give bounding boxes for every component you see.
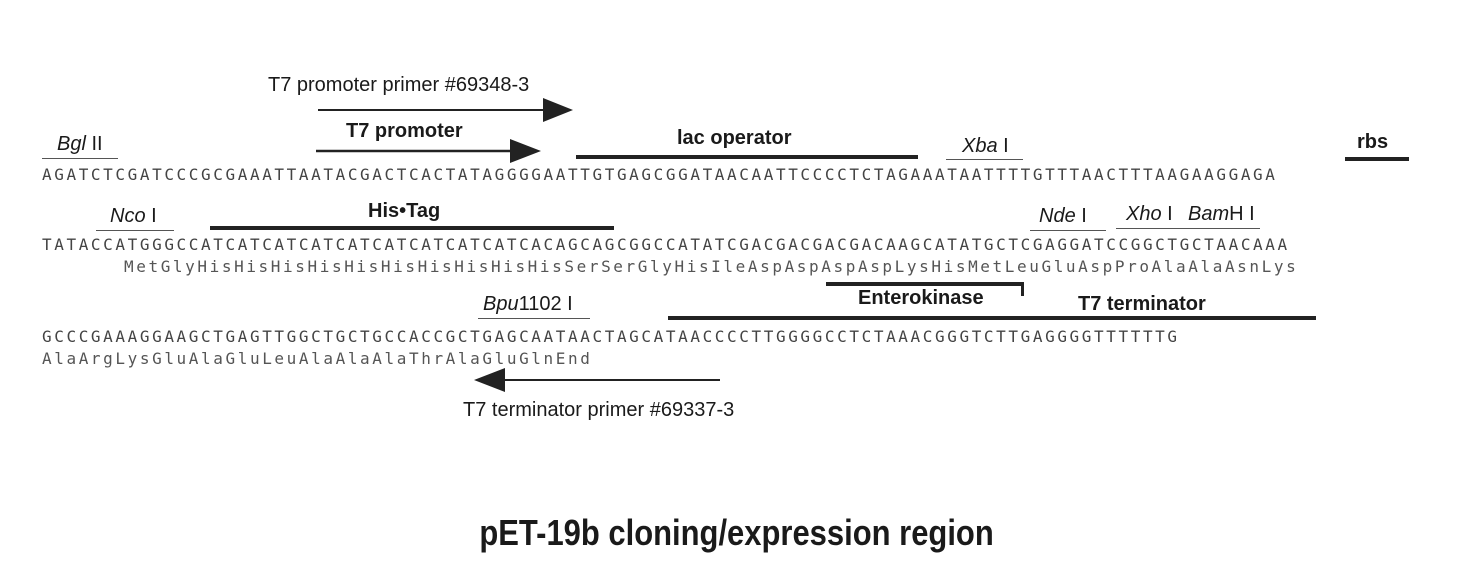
xba-enzyme-name: Xba bbox=[962, 135, 998, 157]
bam-enzyme-name: Bam bbox=[1188, 203, 1230, 225]
nco-enzyme-name: Nco bbox=[110, 205, 146, 227]
diagram-title: pET-19b cloning/expression region bbox=[479, 512, 994, 553]
bam-enzyme-number: H I bbox=[1229, 203, 1255, 225]
bamh-i-site: BamH I bbox=[1188, 203, 1255, 225]
nco-i-underline bbox=[96, 230, 174, 231]
reverse-primer-label: T7 terminator primer #69337-3 bbox=[463, 399, 735, 421]
nde-i-underline bbox=[1030, 230, 1106, 231]
enterokinase-label: Enterokinase bbox=[858, 287, 984, 309]
xho-enzyme-number: I bbox=[1167, 203, 1173, 225]
bpu1102-i-site: Bpu1102 I bbox=[483, 293, 573, 315]
rbs-bar bbox=[1345, 157, 1409, 161]
amino-acid-line-2: MetGlyHisHisHisHisHisHisHisHisHisHisSerS… bbox=[124, 257, 1299, 276]
enterokinase-bracket-top bbox=[826, 282, 1024, 286]
forward-primer-label: T7 promoter primer #69348-3 bbox=[268, 74, 530, 96]
bgl-enzyme-number: II bbox=[91, 133, 103, 155]
bgl-ii-underline bbox=[42, 158, 118, 159]
sequence-line-1: AGATCTCGATCCCGCGAAATTAATACGACTCACTATAGGG… bbox=[42, 165, 1278, 184]
bpu-enzyme-number: 1102 I bbox=[518, 293, 573, 315]
his-tag-bar bbox=[210, 226, 614, 230]
forward-primer-arrow bbox=[318, 98, 573, 122]
t7-terminator-label: T7 terminator bbox=[1078, 293, 1206, 315]
xho-enzyme-name: Xho bbox=[1126, 203, 1162, 225]
nco-i-site: Nco I bbox=[110, 205, 157, 227]
bgl-enzyme-name: Bgl bbox=[57, 133, 86, 155]
nde-enzyme-name: Nde bbox=[1039, 205, 1076, 227]
bpu-enzyme-name: Bpu bbox=[483, 293, 519, 315]
sequence-line-3: GCCCGAAAGGAAGCTGAGTTGGCTGCTGCCACCGCTGAGC… bbox=[42, 327, 1180, 346]
nde-enzyme-number: I bbox=[1081, 205, 1087, 227]
t7-promoter-arrow bbox=[316, 139, 541, 163]
nde-i-site: Nde I bbox=[1039, 205, 1087, 227]
lac-operator-bar bbox=[576, 155, 918, 159]
xho-i-underline bbox=[1116, 228, 1180, 229]
xba-i-underline bbox=[946, 159, 1023, 160]
xba-enzyme-number: I bbox=[1003, 135, 1009, 157]
bgl-ii-site: Bgl II bbox=[57, 133, 103, 155]
bpu1102-i-underline bbox=[478, 318, 590, 319]
sequence-line-2: TATACCATGGGCCATCATCATCATCATCATCATCATCATC… bbox=[42, 235, 1290, 254]
t7-promoter-label: T7 promoter bbox=[346, 120, 463, 142]
amino-acid-line-3: AlaArgLysGluAlaGluLeuAlaAlaAlaThrAlaGluG… bbox=[42, 349, 593, 368]
his-tag-label: His•Tag bbox=[368, 200, 441, 222]
nco-enzyme-number: I bbox=[151, 205, 157, 227]
xba-i-site: Xba I bbox=[962, 135, 1009, 157]
reverse-primer-arrow bbox=[474, 368, 720, 392]
xho-i-site: Xho I bbox=[1126, 203, 1173, 225]
t7-terminator-bar bbox=[668, 316, 1316, 320]
bamh-i-underline bbox=[1180, 228, 1260, 229]
rbs-label: rbs bbox=[1357, 131, 1389, 153]
lac-operator-label: lac operator bbox=[677, 127, 792, 149]
enterokinase-bracket-end bbox=[1021, 282, 1024, 296]
